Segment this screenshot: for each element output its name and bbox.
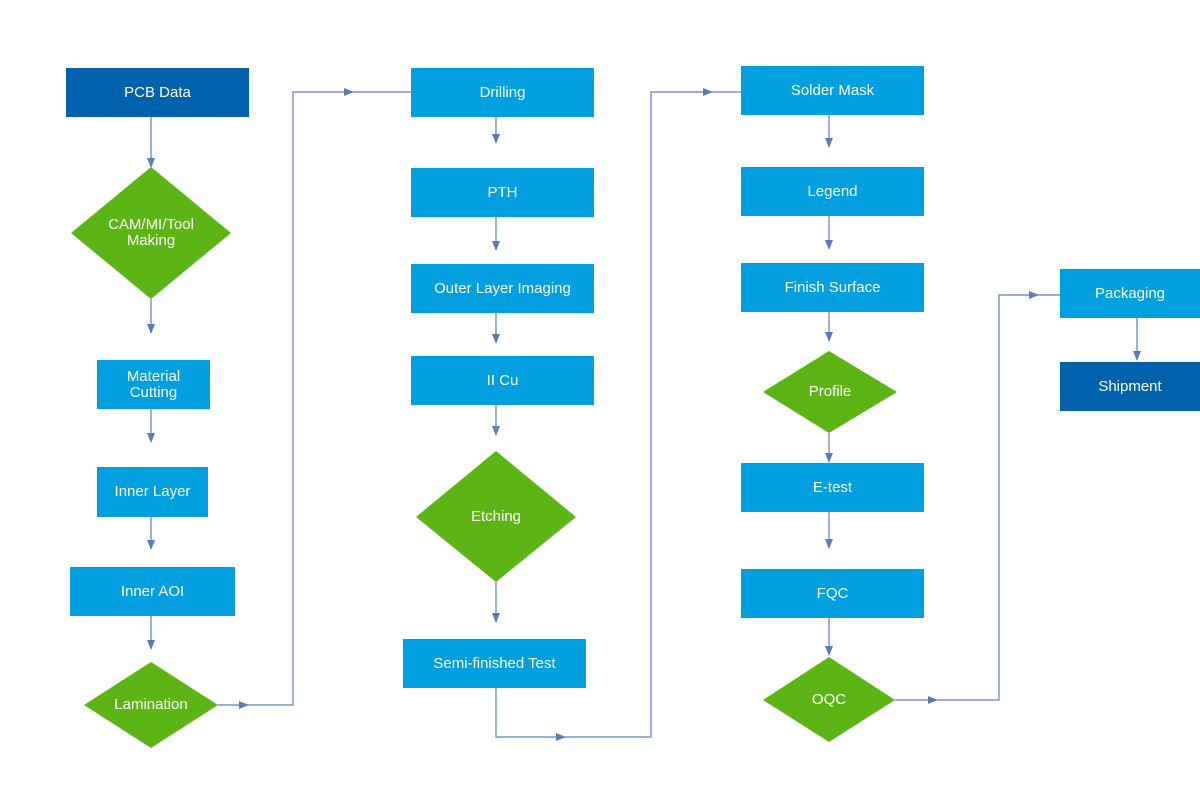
node-label: Drilling [479,83,526,101]
node-packaging: Packaging [1060,269,1200,318]
node-label: PCB Data [124,83,191,101]
diamond-profile [763,351,897,433]
node-label: FQC [816,584,849,602]
node-label: Profile [808,383,852,400]
node-cam-mi-tool-making: CAM/MI/Tool Making [71,167,231,299]
node-outer-layer-imaging: Outer Layer Imaging [411,264,594,313]
node-solder-mask: Solder Mask [741,66,924,115]
node-material-cutting: Material Cutting [97,360,210,409]
node-shipment: Shipment [1060,362,1200,411]
node-e-test: E-test [741,463,924,512]
node-fqc: FQC [741,569,924,618]
node-lamination: Lamination [84,662,218,748]
node-label: Shipment [1098,377,1162,395]
node-finish-surface: Finish Surface [741,263,924,312]
node-oqc: OQC [763,657,895,742]
node-label: II Cu [486,371,519,389]
diamond-lamination [84,662,218,748]
node-drilling: Drilling [411,68,594,117]
diamond-oqc [763,657,895,742]
node-label: Solder Mask [790,81,875,99]
node-label: PTH [487,183,518,201]
connector-semi-test-to-solder-mask-b [565,88,713,738]
node-semi-finished-test: Semi-finished Test [403,639,586,688]
node-label: Legend [807,182,858,200]
node-label: Material Cutting [126,367,181,401]
node-label: Packaging [1094,284,1166,302]
node-inner-aoi: Inner AOI [70,567,235,616]
node-etching: Etching [416,451,576,582]
node-label: Outer Layer Imaging [434,279,571,297]
node-pth: PTH [411,168,594,217]
node-label: Inner AOI [120,582,185,600]
diamond-etching [416,451,576,582]
node-label: Inner Layer [114,483,191,500]
connector-oqc-to-packaging [937,291,1039,701]
connector-semi-test-to-solder-mask-a [495,688,566,741]
node-label: CAM/MI/Tool Making [108,216,194,249]
node-label: Semi-finished Test [433,654,556,672]
node-label: Finish Surface [784,278,881,296]
node-ii-cu: II Cu [411,356,594,405]
node-label: Etching [470,507,522,525]
node-pcb-data: PCB Data [66,68,249,117]
node-inner-layer: Inner Layer [97,467,208,517]
node-label: OQC [811,690,847,708]
diamond-cam-mi-tool-making [71,167,231,299]
connector-lamination-to-drilling [248,88,354,706]
node-legend: Legend [741,167,924,216]
node-profile: Profile [763,351,897,433]
node-label: E-test [812,478,853,496]
node-label: Lamination [114,696,188,713]
